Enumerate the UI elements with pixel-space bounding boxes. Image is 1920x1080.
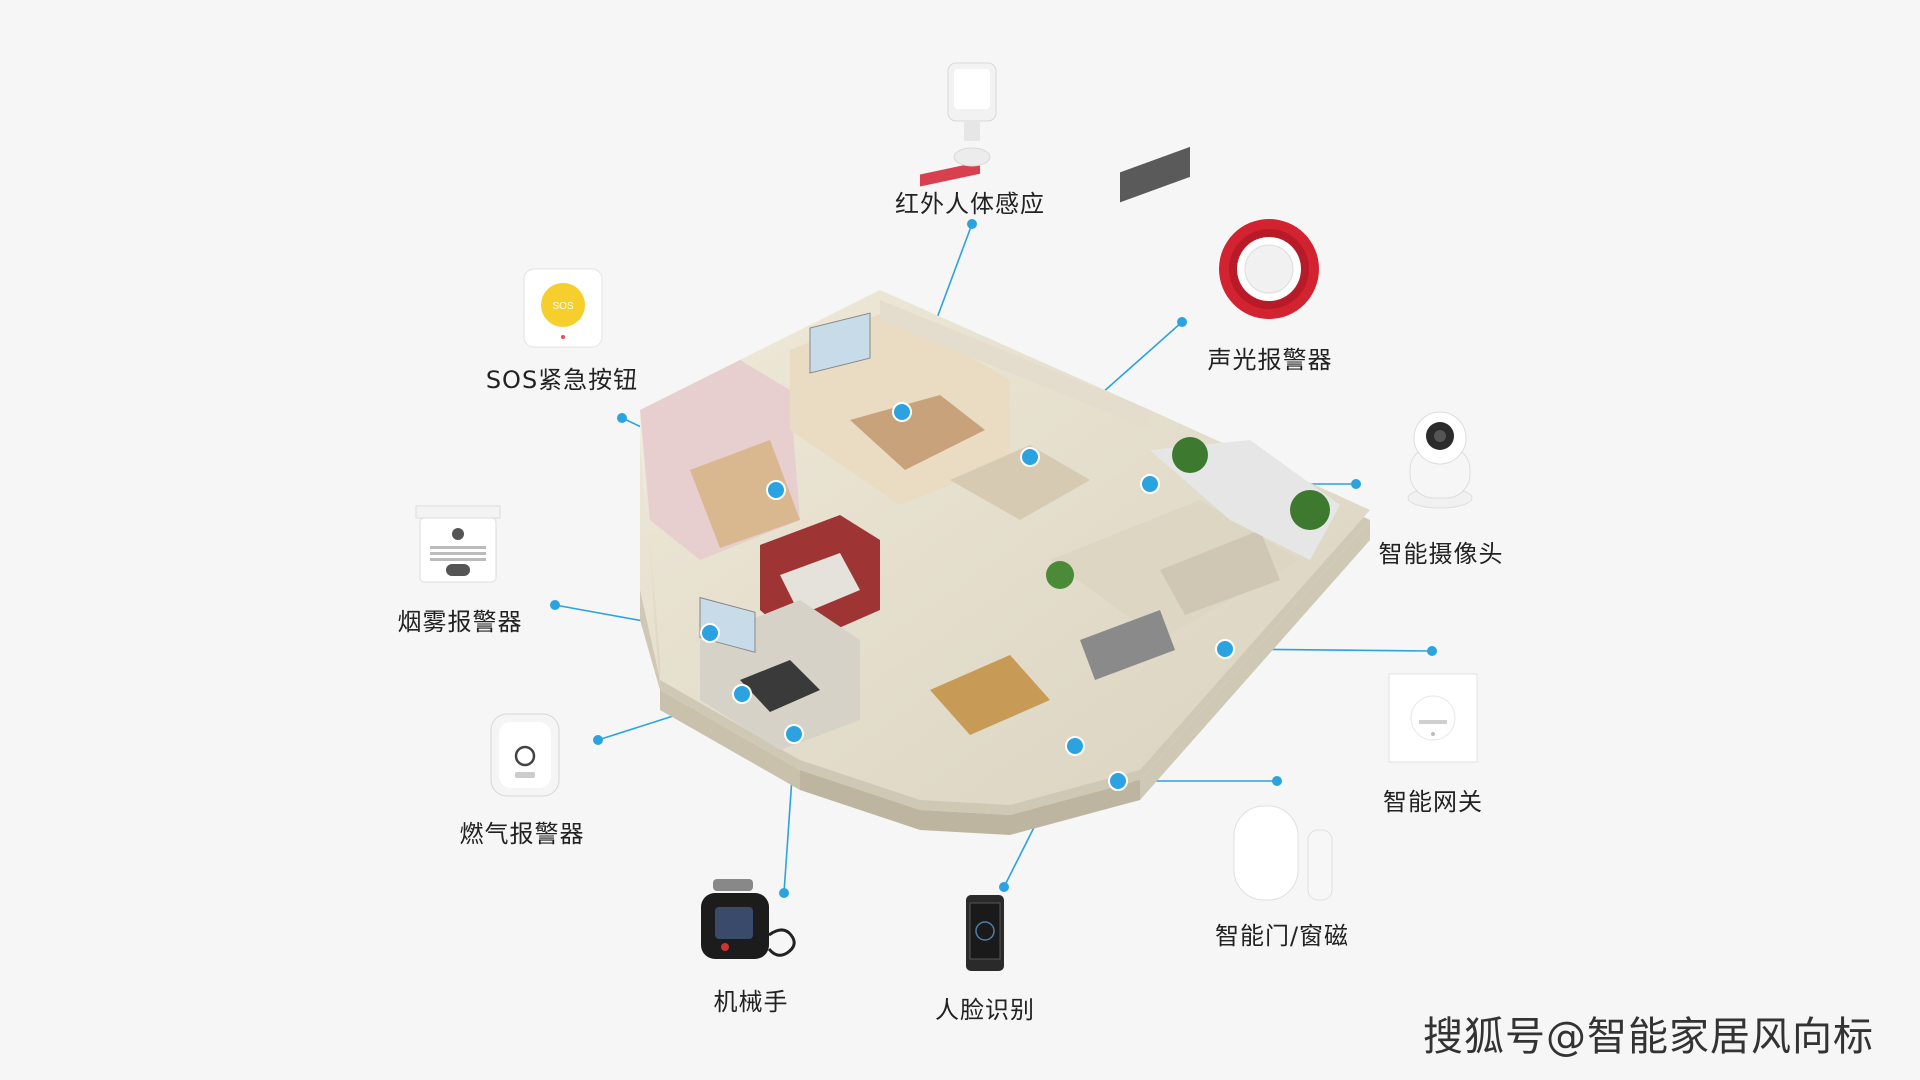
device-point-door[interactable] [1108,771,1128,791]
watermark-text: 搜狐号@智能家居风向标 [1423,1014,1874,1060]
label-smoke-detector: 烟雾报警器 [397,608,523,636]
endpoint-dot [1351,479,1361,489]
camera-icon [1407,411,1473,509]
pir-motion-sensor-icon [947,62,997,167]
label-pir-motion-sensor: 红外人体感应 [895,190,1045,218]
device-point-smoke[interactable] [700,623,720,643]
label-sos-button: SOS紧急按钮 [485,366,639,394]
endpoint-dot [593,735,603,745]
label-siren: 声光报警器 [1207,346,1333,374]
endpoint-dot [1177,317,1187,327]
sos-button-icon: SOS [523,268,603,348]
device-point-siren[interactable] [1020,447,1040,467]
face-recognition-icon [966,895,1004,971]
door-window-sensor-icon [1233,805,1333,901]
gateway-icon [1388,673,1478,763]
label-camera: 智能摄像头 [1378,540,1504,568]
device-point-pir[interactable] [892,402,912,422]
endpoint-dot [1427,646,1437,656]
endpoint-dot [550,600,560,610]
label-valve-manipulator: 机械手 [713,988,789,1016]
endpoint-dot [999,882,1009,892]
smoke-detector-icon [415,505,501,583]
device-point-gas[interactable] [732,684,752,704]
device-point-gateway[interactable] [1215,639,1235,659]
device-point-sos[interactable] [766,480,786,500]
siren-icon [1219,219,1319,319]
device-point-camera[interactable] [1140,474,1160,494]
endpoint-dot [779,888,789,898]
endpoint-dot [1272,776,1282,786]
valve-manipulator-icon [701,879,796,959]
label-gateway: 智能网关 [1383,788,1483,816]
gas-detector-icon [490,713,560,797]
endpoint-dot [617,413,627,423]
endpoint-dot [967,219,977,229]
device-point-face[interactable] [1065,736,1085,756]
device-point-gas-2[interactable] [784,724,804,744]
label-gas-detector: 燃气报警器 [459,820,585,848]
label-door-window-sensor: 智能门/窗磁 [1214,922,1350,950]
svg-text:SOS: SOS [552,301,573,312]
label-face-recognition: 人脸识别 [935,996,1035,1024]
